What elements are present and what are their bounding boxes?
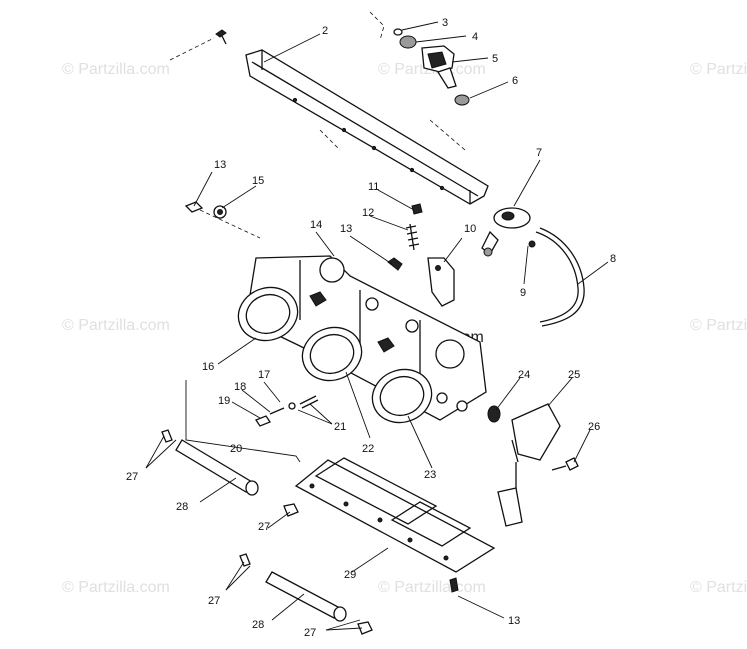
callout-7: 7 — [536, 147, 542, 159]
fasteners-upper — [184, 201, 423, 271]
callout-28: 28 — [176, 501, 188, 513]
callout-23: 23 — [424, 469, 436, 481]
callout-27: 27 — [304, 627, 316, 639]
callout-17: 17 — [258, 369, 270, 381]
callout-19: 19 — [218, 395, 230, 407]
callout-25: 25 — [568, 369, 580, 381]
callout-6: 6 — [512, 75, 518, 87]
callout-13: 13 — [214, 159, 226, 171]
callout-3: 3 — [442, 17, 448, 29]
callout-8: 8 — [610, 253, 616, 265]
vacuum-hose — [528, 227, 585, 327]
fuel-rail — [245, 11, 489, 205]
callout-27: 27 — [258, 521, 270, 533]
callout-21: 21 — [334, 421, 346, 433]
callout-22: 22 — [362, 443, 374, 455]
callout-18: 18 — [234, 381, 246, 393]
callout-29: 29 — [344, 569, 356, 581]
callout-26: 26 — [588, 421, 600, 433]
screw-top-left — [169, 29, 227, 61]
callout-24: 24 — [518, 369, 530, 381]
watermark: © Partzilla.com — [378, 579, 486, 596]
callout-27: 27 — [126, 471, 138, 483]
callout-28: 28 — [252, 619, 264, 631]
callout-15: 15 — [252, 175, 264, 187]
adjuster-screws — [255, 395, 319, 427]
callout-13: 13 — [340, 223, 352, 235]
watermark: © Partzilla.com — [62, 579, 170, 596]
callout-10: 10 — [464, 223, 476, 235]
watermark: © Partzilla.com — [690, 61, 747, 78]
leader-lines — [145, 21, 609, 631]
callout-11: 11 — [368, 181, 379, 193]
callout-4: 4 — [472, 31, 478, 43]
watermark: © Partzilla.com — [62, 317, 170, 334]
callout-12: 12 — [362, 207, 374, 219]
watermark: © Partzilla.com — [690, 579, 747, 596]
callout-2: 2 — [322, 25, 328, 37]
throttle-body-assembly — [237, 255, 487, 424]
callout-27: 27 — [208, 595, 220, 607]
watermark: © Partzilla.com — [62, 61, 170, 78]
callout-13: 13 — [508, 615, 520, 627]
watermark: © Partzilla.com — [690, 317, 747, 334]
callout-labels: 2 3 4 5 6 7 8 9 10 11 12 13 13 14 15 16 … — [126, 17, 616, 639]
callout-16: 16 — [202, 361, 214, 373]
gasket-plate — [294, 457, 496, 593]
mounting-bracket — [427, 257, 455, 307]
callout-20: 20 — [230, 443, 242, 455]
throttle-position-sensor — [487, 403, 579, 527]
callout-14: 14 — [310, 219, 322, 231]
group-bracket-20 — [185, 380, 301, 463]
fuel-injector-assembly — [393, 28, 470, 106]
callout-5: 5 — [492, 53, 498, 65]
pressure-regulator — [481, 207, 531, 257]
callout-9: 9 — [520, 287, 526, 299]
